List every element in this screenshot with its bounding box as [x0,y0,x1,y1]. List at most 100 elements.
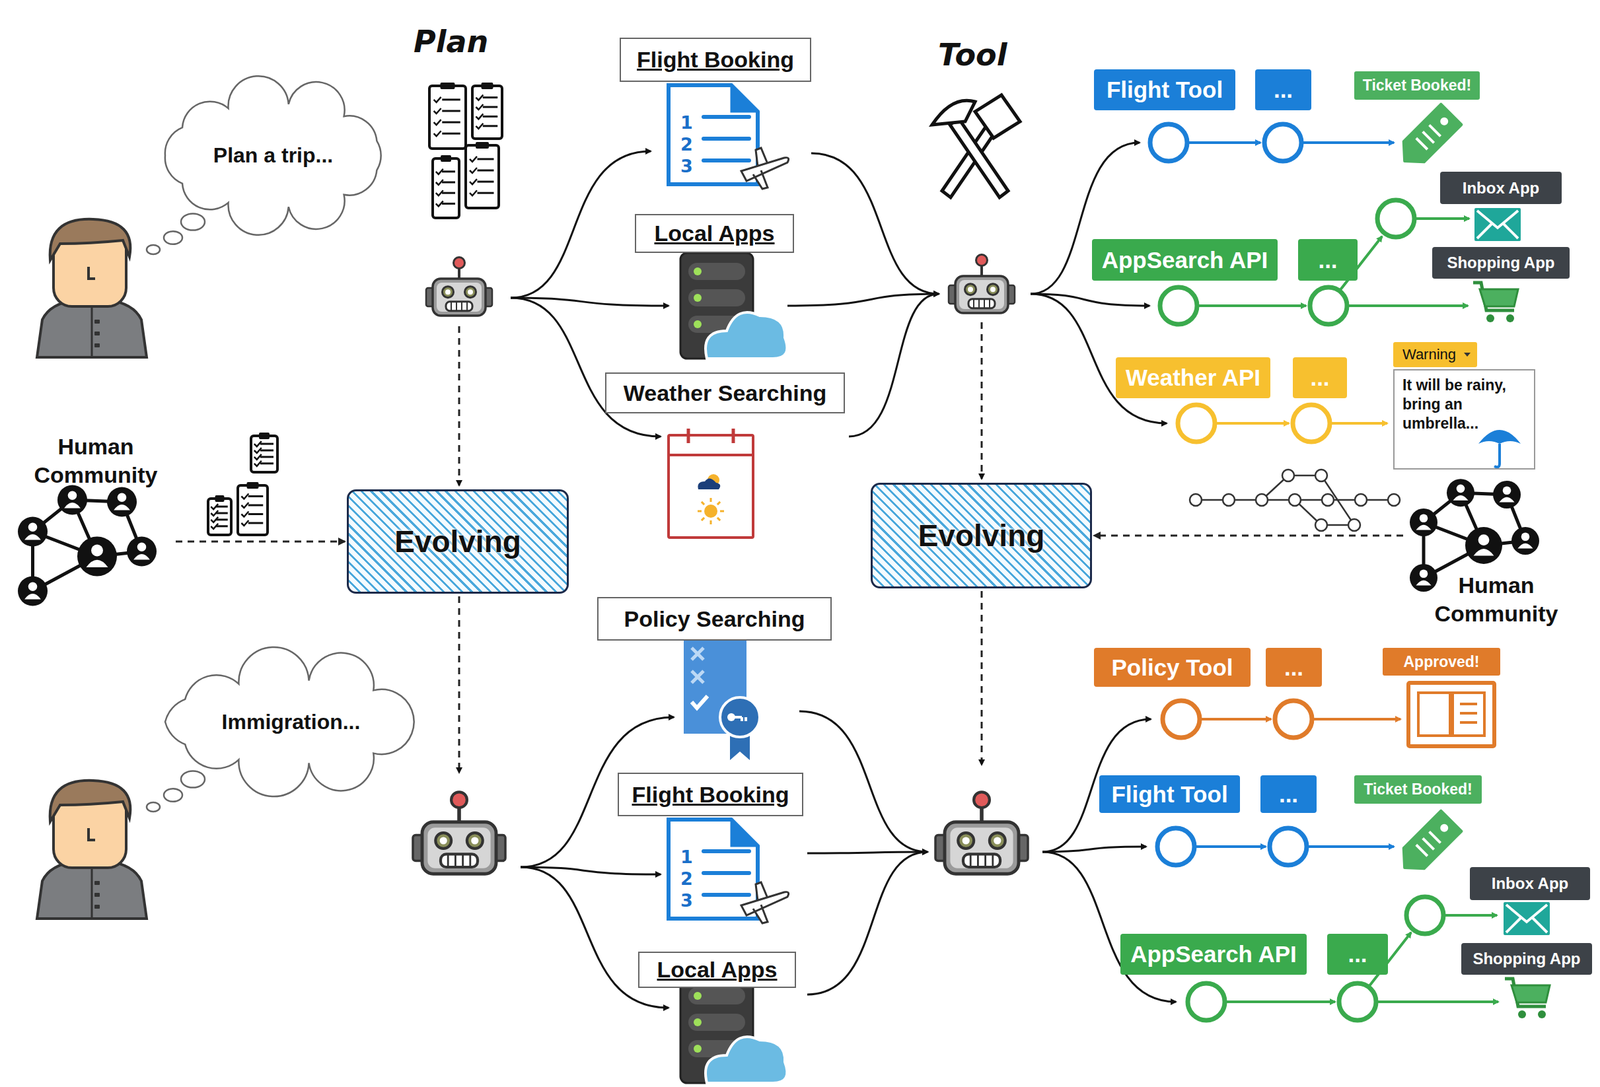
node-text: ... [1317,247,1338,274]
community-member [1492,480,1521,509]
step-circle [1406,897,1444,935]
airplane-icon [741,147,789,189]
stroke [701,502,705,505]
member-head [68,491,78,501]
robot-eye [467,833,483,849]
tool-box: ... [1327,934,1388,976]
app-badge: Inbox App [1469,867,1591,901]
node-text: Policy Searching [624,606,806,633]
check-mark [436,169,444,175]
check-mark [210,504,219,510]
tool-box: Weather API [1115,357,1271,399]
stroke [988,299,991,309]
clipboard-clip [481,82,494,90]
member-head [91,545,104,557]
tool-box: ... [1260,775,1317,814]
community-member [1409,564,1438,592]
stroke [216,518,228,521]
step-circle [1187,983,1225,1021]
cart-basket [1511,985,1550,1003]
graph-node [1255,494,1268,507]
cart-wheel [1537,1010,1546,1019]
message-box: It will be rainy, bring an umbrella... [1393,369,1536,470]
person-hair [50,219,131,261]
node-text: Ticket Booked! [1363,780,1472,799]
tool-box: Flight Tool [1099,775,1240,814]
check-mark [254,454,262,460]
check-mark [475,104,483,110]
stroke [91,306,94,357]
step-box: Flight Booking [619,37,812,82]
robot-antenna [451,792,468,808]
evolving-box: Evolving [346,489,569,594]
text-line [701,893,752,898]
step-circle [1177,404,1215,442]
stroke [1214,422,1289,425]
flow-arrow [787,293,939,306]
check-mark [210,517,219,523]
member-head [1478,534,1490,546]
member-body [1452,495,1468,501]
node-text: AppSearch API [1130,941,1297,968]
robot-pupil [439,836,448,845]
node-text: Policy Tool [1111,654,1233,682]
flow-arrow [510,297,661,437]
server-led [693,267,702,276]
stroke [977,854,980,868]
check-mark [210,510,219,516]
stroke [441,110,461,113]
stroke [477,181,495,183]
stroke [248,522,264,525]
community-member [126,537,157,567]
clipboard-icon [432,158,460,219]
node-text: Shopping App [1446,253,1555,273]
envelope-flap [1477,210,1519,239]
robot-eye [957,833,974,849]
stroke [1414,217,1470,220]
button [94,331,100,336]
step-circle [1292,404,1330,442]
member-body [113,504,131,510]
step-box: Local Apps [638,951,797,989]
graph-node [1222,494,1235,507]
robot-head [955,276,1009,314]
check-mark [241,511,249,518]
node-text: Plan a trip... [213,143,333,168]
node-text: ... [1284,654,1304,682]
check-mark [434,130,442,137]
node-text: Weather Searching [623,380,827,407]
stroke [248,504,264,507]
member-body [1473,548,1495,557]
step-circle [1160,287,1198,325]
button [94,905,100,910]
thought-bubble [163,788,183,802]
stroke [981,322,983,479]
server-led [693,992,702,1001]
check-mark [241,520,249,526]
member-body [24,593,41,600]
robot-face [427,827,491,869]
step-circle [1162,700,1200,738]
envelope-icon [1474,208,1521,242]
stroke [248,513,264,516]
step-circle [1157,828,1195,866]
thought-bubble [181,770,205,788]
flow-arrow [807,852,928,995]
member-head [28,523,38,533]
clipboard-icon [472,85,503,139]
node-text: Flight Tool [1111,781,1228,808]
step-box: Weather Searching [605,372,845,414]
stroke [1187,141,1261,145]
community-node: Human Community [19,432,172,598]
robot-eye [465,286,477,298]
flow-arrow [807,852,928,854]
server-led [693,1045,702,1054]
member-head [1521,532,1530,542]
flow-arrow [811,153,939,294]
node-text: Human Community [19,432,172,489]
stroke [441,132,461,135]
server-slot [688,262,746,281]
stroke [1197,304,1307,308]
stroke [1346,304,1468,308]
